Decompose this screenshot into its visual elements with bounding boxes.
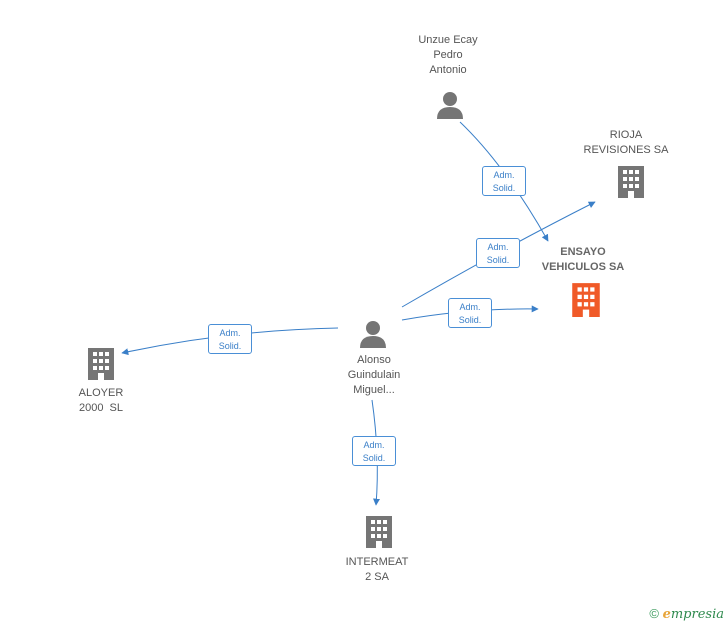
node-label-line: Miguel...	[353, 384, 395, 396]
node-label-rioja[interactable]: RIOJA REVISIONES SA	[576, 128, 676, 158]
edge-label-alonso-ensayo[interactable]: Adm. Solid.	[448, 298, 492, 328]
copyright-symbol: ©	[649, 606, 659, 621]
building-icon[interactable]	[86, 346, 116, 380]
node-label-line: 2000 SL	[78, 402, 124, 414]
edge-label-line: Adm.	[363, 440, 385, 450]
edge-label-alonso-intermeat[interactable]: Adm. Solid.	[352, 436, 396, 466]
node-label-line: Antonio	[429, 64, 467, 76]
node-label-line: Guindulain	[347, 369, 401, 381]
node-label-line: REVISIONES SA	[583, 144, 669, 156]
brand-initial: e	[662, 607, 671, 622]
node-label-line: Pedro	[433, 49, 463, 61]
edge-label-line: Solid.	[492, 183, 516, 193]
node-label-line: ALOYER	[78, 387, 124, 399]
node-label-line: Alonso	[357, 354, 391, 366]
node-label-line: VEHICULOS SA	[541, 261, 625, 273]
node-label-line: 2 SA	[365, 571, 389, 583]
edge-label-alonso-rioja[interactable]: Adm. Solid.	[476, 238, 520, 268]
person-icon[interactable]	[358, 319, 388, 349]
edge-label-line: Solid.	[458, 315, 482, 325]
edge-label-unzue-ensayo[interactable]: Adm. Solid.	[482, 166, 526, 196]
building-icon[interactable]	[616, 164, 646, 198]
edge-label-line: Adm.	[219, 328, 241, 338]
edge-label-line: Adm.	[459, 302, 481, 312]
edge-label-line: Adm.	[493, 170, 515, 180]
node-label-line: ENSAYO	[560, 246, 606, 258]
node-label-line: Unzue Ecay	[418, 34, 478, 46]
copyright-footer: © empresia	[649, 606, 724, 622]
node-label-line: RIOJA	[609, 129, 643, 141]
building-icon[interactable]	[364, 514, 394, 548]
node-label-ensayo[interactable]: ENSAYO VEHICULOS SA	[530, 245, 636, 275]
brand-logo[interactable]: empresia	[663, 607, 724, 622]
node-label-unzue[interactable]: Unzue Ecay Pedro Antonio	[400, 33, 496, 78]
person-icon[interactable]	[435, 90, 465, 120]
edge-label-line: Solid.	[218, 341, 242, 351]
node-label-alonso[interactable]: Alonso Guindulain Miguel...	[326, 353, 422, 398]
node-label-intermeat[interactable]: INTERMEAT 2 SA	[334, 555, 420, 585]
brand-name: mpresia	[670, 607, 724, 622]
edge-label-line: Solid.	[486, 255, 510, 265]
node-label-line: INTERMEAT	[345, 556, 409, 568]
edge-label-line: Adm.	[487, 242, 509, 252]
edge-label-alonso-aloyer[interactable]: Adm. Solid.	[208, 324, 252, 354]
building-icon[interactable]	[570, 281, 602, 317]
node-label-aloyer[interactable]: ALOYER 2000 SL	[56, 386, 146, 416]
edge-label-line: Solid.	[362, 453, 386, 463]
